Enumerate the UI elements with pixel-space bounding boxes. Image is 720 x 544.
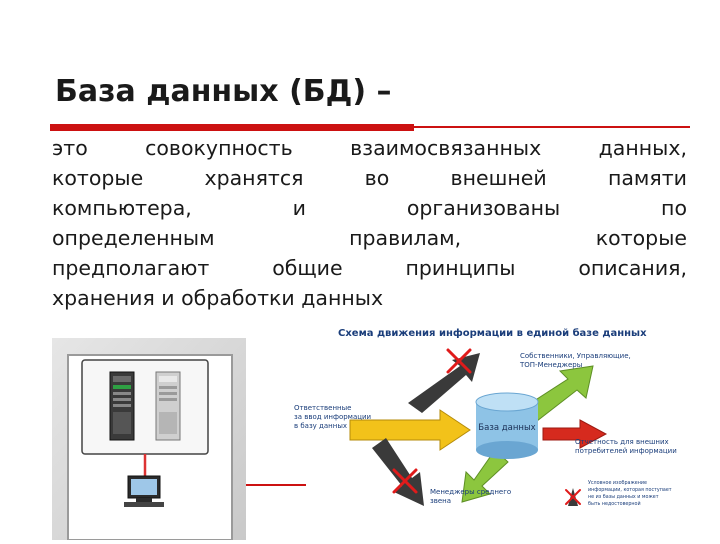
legend: Условное изображение информации, которая… [565, 480, 672, 507]
green-arrow-down [461, 449, 509, 503]
definition-text: это совокупность взаимосвязанных данных,… [52, 133, 687, 313]
definition-line: определенным правилам, которые [52, 226, 687, 250]
green-arrow-up [519, 365, 594, 422]
svg-text:звена: звена [430, 497, 451, 505]
slide-title: База данных (БД) – [55, 74, 392, 109]
database-icon: База данных [475, 392, 539, 459]
definition-line: которые хранятся во внешней памяти [52, 166, 687, 190]
svg-text:Условное изображение: Условное изображение [588, 480, 647, 486]
cross-mark-icon [392, 468, 418, 494]
dark-arrow-top [408, 353, 480, 413]
definition-line: это совокупность взаимосвязанных данных, [52, 136, 687, 160]
network-illustration [52, 338, 246, 541]
definition-line: компьютера, и организованы по [52, 196, 687, 220]
monitor-icon [124, 475, 164, 507]
svg-text:информации, которая поступает: информации, которая поступает [588, 487, 672, 493]
label-bottom: Менеджеры среднего звена [430, 488, 511, 505]
definition-line: хранения и обработки данных [52, 286, 384, 310]
definition-line: предполагают общие принципы описания, [52, 256, 687, 280]
server-icon [109, 371, 135, 441]
svg-text:Менеджеры среднего: Менеджеры среднего [430, 488, 511, 496]
svg-text:быть недостоверной: быть недостоверной [588, 500, 641, 507]
information-flow-diagram: Схема движения информации в единой базе … [290, 320, 690, 535]
db-label: База данных [478, 423, 535, 433]
svg-text:Собственники, Управляющие,: Собственники, Управляющие, [520, 352, 631, 360]
svg-text:ТОП-Менеджеры: ТОП-Менеджеры [519, 361, 582, 369]
diagram-title: Схема движения информации в единой базе … [338, 327, 647, 339]
cross-mark-icon [446, 348, 472, 374]
title-underline-thin [414, 126, 690, 128]
yellow-arrow-in [349, 409, 471, 451]
svg-text:за ввод информации: за ввод информации [294, 413, 371, 421]
decorative-rule [242, 484, 306, 486]
label-right: Отчетность для внешних потребителей инфо… [575, 438, 677, 455]
server-icon [155, 371, 181, 441]
svg-text:в базу данных: в базу данных [294, 422, 347, 430]
title-underline [50, 124, 414, 131]
red-arrow-right [542, 419, 608, 449]
label-top-right: Собственники, Управляющие, ТОП-Менеджеры [519, 352, 631, 369]
svg-text:Отчетность для внешних: Отчетность для внешних [575, 438, 669, 446]
label-left: Ответственные за ввод информации в базу … [294, 404, 371, 430]
svg-text:Ответственные: Ответственные [294, 404, 351, 412]
svg-text:потребителей информации: потребителей информации [575, 447, 677, 455]
svg-text:не из базы данных и может: не из базы данных и может [588, 494, 659, 500]
